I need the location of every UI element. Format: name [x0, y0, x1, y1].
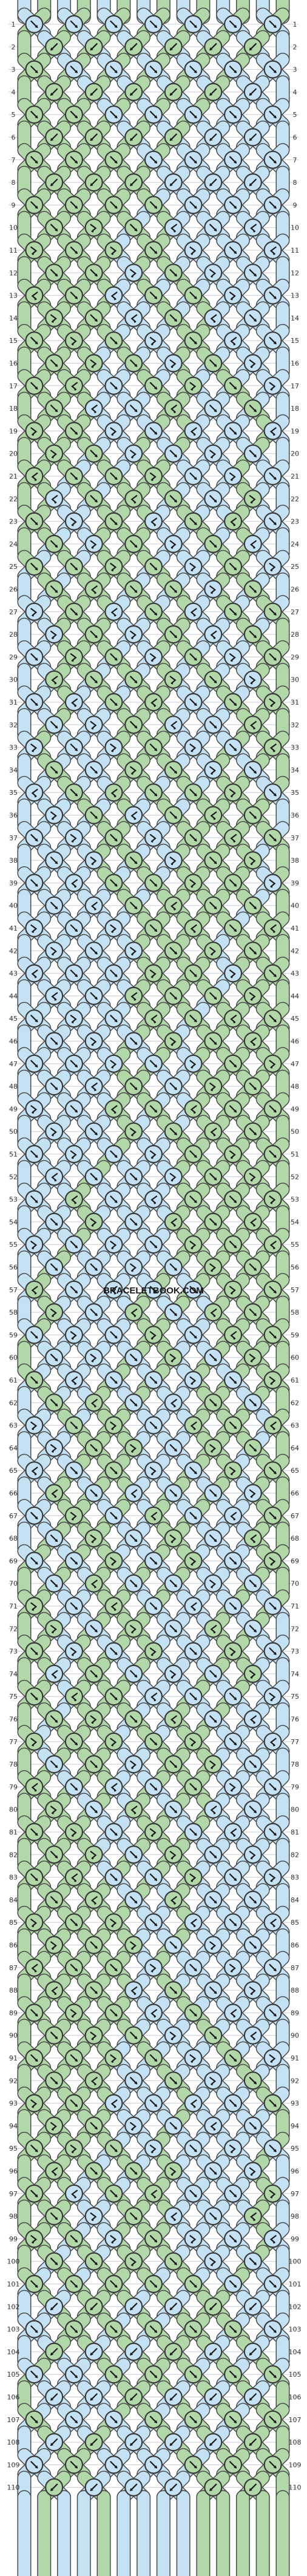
- bracelet-pattern-diagram: 1234567891011121314151617181920212223242…: [7, 0, 302, 2576]
